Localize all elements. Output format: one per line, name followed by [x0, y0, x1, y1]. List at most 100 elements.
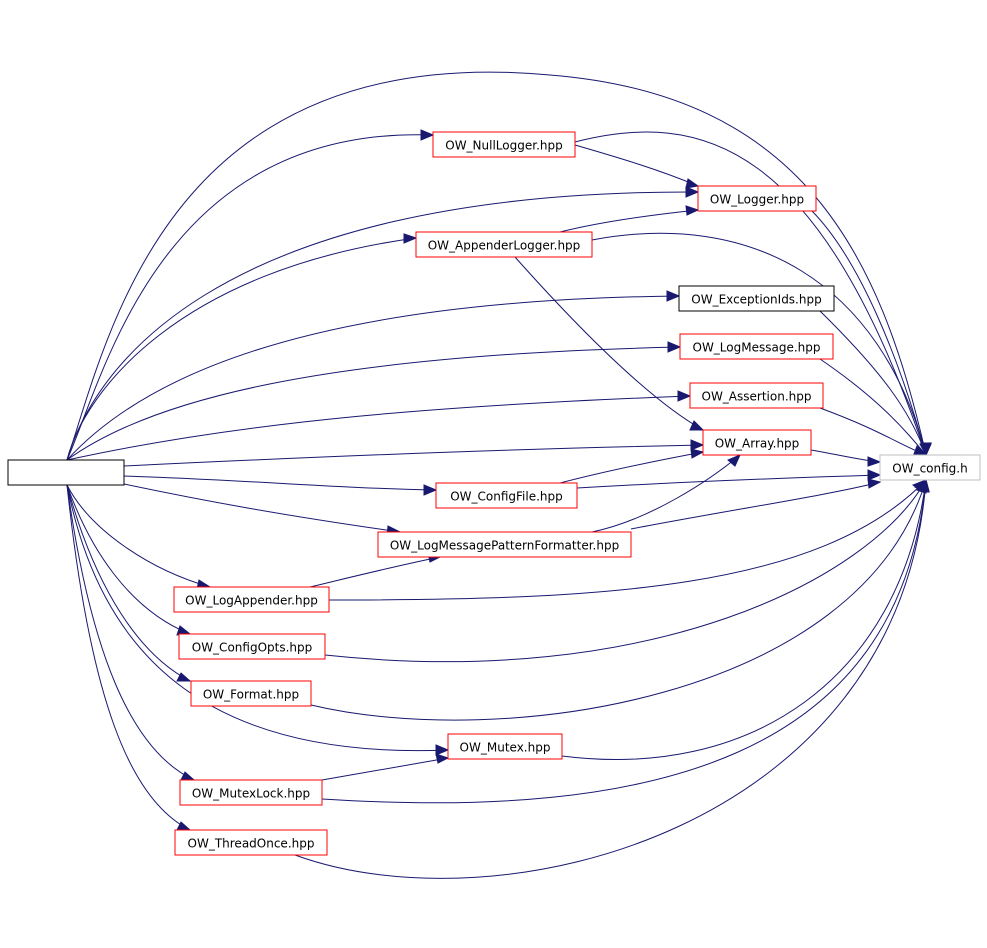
node-label: OW_ExceptionIds.hpp — [691, 293, 821, 307]
edge-line — [66, 346, 681, 461]
node-box — [415, 231, 593, 258]
edge-line — [559, 451, 704, 484]
node-box — [174, 829, 328, 856]
edge-line — [66, 395, 691, 461]
edge-line — [559, 209, 699, 233]
dependency-edge — [559, 205, 700, 233]
edge-line — [123, 444, 704, 467]
edge-line — [66, 295, 680, 461]
arrow-head-icon — [423, 484, 438, 496]
node-format[interactable]: OW_Format.hpp — [190, 680, 312, 707]
dependency-edge — [66, 390, 692, 461]
node-box — [190, 680, 312, 707]
node-assertion[interactable]: OW_Assertion.hpp — [689, 382, 824, 409]
node-appenderlogger[interactable]: OW_AppenderLogger.hpp — [415, 231, 593, 258]
dependency-edge — [819, 407, 928, 456]
arrow-head-icon — [666, 290, 681, 302]
dependency-edge — [591, 454, 741, 533]
node-box — [697, 185, 817, 212]
node-label: OW_LogMessage.hpp — [693, 341, 821, 355]
edge-line — [294, 479, 927, 879]
edge-line — [66, 237, 417, 461]
arrow-head-icon — [867, 469, 882, 481]
dependency-edge — [321, 478, 930, 804]
edge-line — [328, 479, 927, 601]
edge-line — [310, 479, 927, 721]
edge-line — [576, 474, 881, 489]
dependency-edge — [66, 290, 681, 461]
dependency-edge — [294, 478, 930, 879]
edge-line — [66, 134, 434, 461]
arrow-head-icon — [435, 744, 450, 756]
node-logappender[interactable]: OW_LogAppender.hpp — [173, 586, 330, 613]
edge-line — [123, 483, 401, 533]
node-box — [7, 459, 125, 486]
dependency-edge — [630, 478, 882, 530]
edge-line — [574, 144, 699, 187]
node-box — [447, 733, 563, 760]
edge-line — [819, 310, 927, 456]
edge-line — [66, 191, 699, 461]
edge-line — [630, 481, 881, 530]
arrow-head-icon — [180, 771, 196, 781]
node-box — [679, 333, 834, 360]
node-box — [678, 285, 835, 312]
dependency-edge — [576, 469, 882, 489]
edge-line — [66, 484, 211, 588]
node-label: OW_MutexLock.hpp — [192, 787, 310, 801]
edge-line — [66, 484, 195, 781]
node-label: OW_AppenderLogger.hpp — [428, 239, 581, 253]
arrow-head-icon — [727, 454, 741, 467]
node-threadonce[interactable]: OW_ThreadOnce.hpp — [174, 829, 328, 856]
node-label: OW_Array.hpp — [715, 437, 800, 451]
edges-layer — [66, 71, 932, 879]
edge-line — [321, 757, 449, 781]
node-box — [702, 429, 812, 456]
node-label: OW_Logger.cpp — [19, 467, 112, 481]
arrow-head-icon — [867, 478, 882, 489]
node-configfile[interactable]: OW_ConfigFile.hpp — [435, 482, 578, 509]
node-nulllogger[interactable]: OW_NullLogger.hpp — [432, 131, 576, 158]
dependency-edge — [559, 448, 705, 484]
dependency-edge — [514, 256, 705, 431]
node-box — [179, 779, 323, 806]
arrow-head-icon — [667, 341, 682, 353]
node-logger_hpp[interactable]: OW_Logger.hpp — [697, 185, 817, 212]
node-array[interactable]: OW_Array.hpp — [702, 429, 812, 456]
edge-line — [591, 232, 927, 456]
node-label: OW_Mutex.hpp — [460, 741, 551, 755]
dependency-edge — [66, 129, 435, 461]
arrow-head-icon — [685, 205, 700, 216]
edge-line — [819, 407, 927, 456]
dependency-edge — [309, 552, 442, 588]
node-box — [173, 586, 330, 613]
dependency-edge — [66, 484, 192, 831]
arrow-head-icon — [919, 442, 930, 457]
node-label: OW_ThreadOnce.hpp — [188, 837, 315, 851]
dependency-edge — [66, 484, 450, 756]
node-lmpformatter[interactable]: OW_LogMessagePatternFormatter.hpp — [377, 531, 632, 558]
dependency-edge — [66, 341, 682, 461]
node-mutex[interactable]: OW_Mutex.hpp — [447, 733, 563, 760]
node-label: OW_Format.hpp — [203, 688, 299, 702]
dependency-edge — [819, 358, 930, 457]
edge-line — [66, 484, 191, 635]
node-box — [178, 633, 326, 660]
node-box — [435, 482, 578, 509]
dependency-edge — [123, 483, 402, 537]
dependency-edge — [66, 484, 192, 682]
edge-line — [591, 454, 741, 533]
edge-line — [811, 210, 927, 456]
node-mutexlock[interactable]: OW_MutexLock.hpp — [179, 779, 323, 806]
dependency-edge — [819, 310, 932, 457]
edge-line — [66, 484, 191, 831]
dependency-edge — [123, 439, 705, 467]
dependency-edge — [66, 484, 212, 590]
node-configopts[interactable]: OW_ConfigOpts.hpp — [178, 633, 326, 660]
node-box — [689, 382, 824, 409]
node-config_h: OW_config.h — [879, 454, 981, 481]
node-box — [879, 454, 981, 481]
edge-line — [66, 484, 449, 752]
node-logmessage[interactable]: OW_LogMessage.hpp — [679, 333, 834, 360]
